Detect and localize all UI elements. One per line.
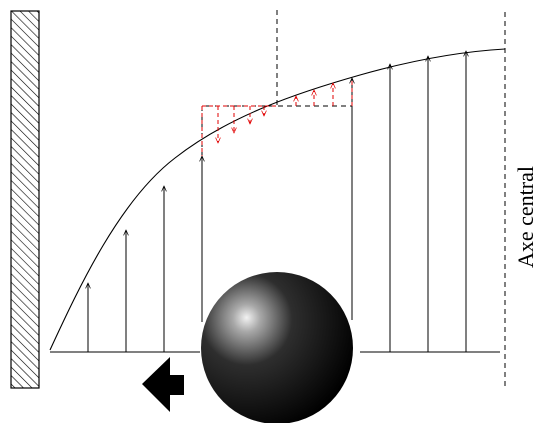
velocity-profile-curve (49, 48, 506, 351)
step-profile-dashed (201, 78, 353, 156)
axis-label: Axe central (513, 166, 538, 268)
hatched-wall (10, 10, 40, 389)
shaded-sphere (201, 272, 353, 423)
left-arrow-icon (142, 357, 184, 412)
